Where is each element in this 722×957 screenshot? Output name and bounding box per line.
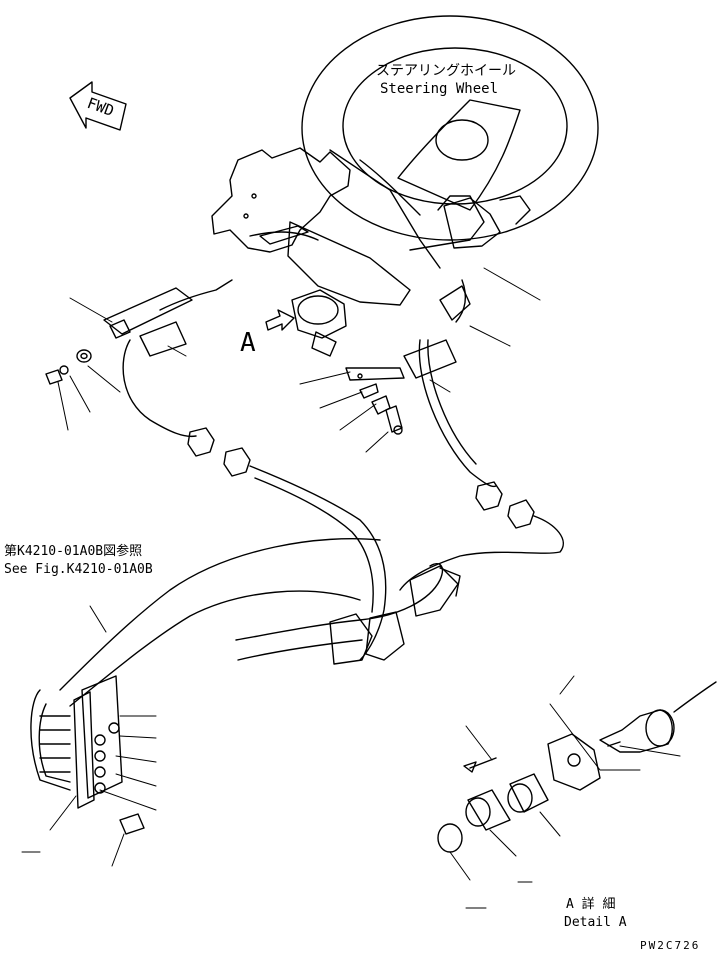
wiring-harness <box>59 339 564 707</box>
switch-panel <box>30 675 145 835</box>
detail-a-label-en: Detail A <box>564 915 627 930</box>
left-harness-clamp <box>103 287 197 438</box>
steering-column <box>159 147 531 357</box>
view-a-arrow-icon <box>265 309 295 331</box>
reference-label-jp: 第K4210-01A0B図参照 <box>4 544 143 559</box>
fwd-arrow-icon: FWD <box>69 81 127 131</box>
view-a-label: A <box>240 328 256 358</box>
detail-a-parts <box>437 681 717 853</box>
drawing-code: PW2C726 <box>640 939 701 952</box>
reference-label-en: See Fig.K4210-01A0B <box>4 562 153 577</box>
steering-wheel <box>301 15 599 241</box>
center-bracket <box>345 279 471 435</box>
bolt-washer-set <box>45 349 92 385</box>
detail-a-label-jp: A 詳 細 <box>566 897 616 912</box>
leader-lines <box>21 267 681 909</box>
steering-wheel-label-jp: ステアリングホイール <box>376 63 516 79</box>
steering-wheel-label-en: Steering Wheel <box>380 81 499 97</box>
fwd-label: FWD <box>85 94 117 120</box>
